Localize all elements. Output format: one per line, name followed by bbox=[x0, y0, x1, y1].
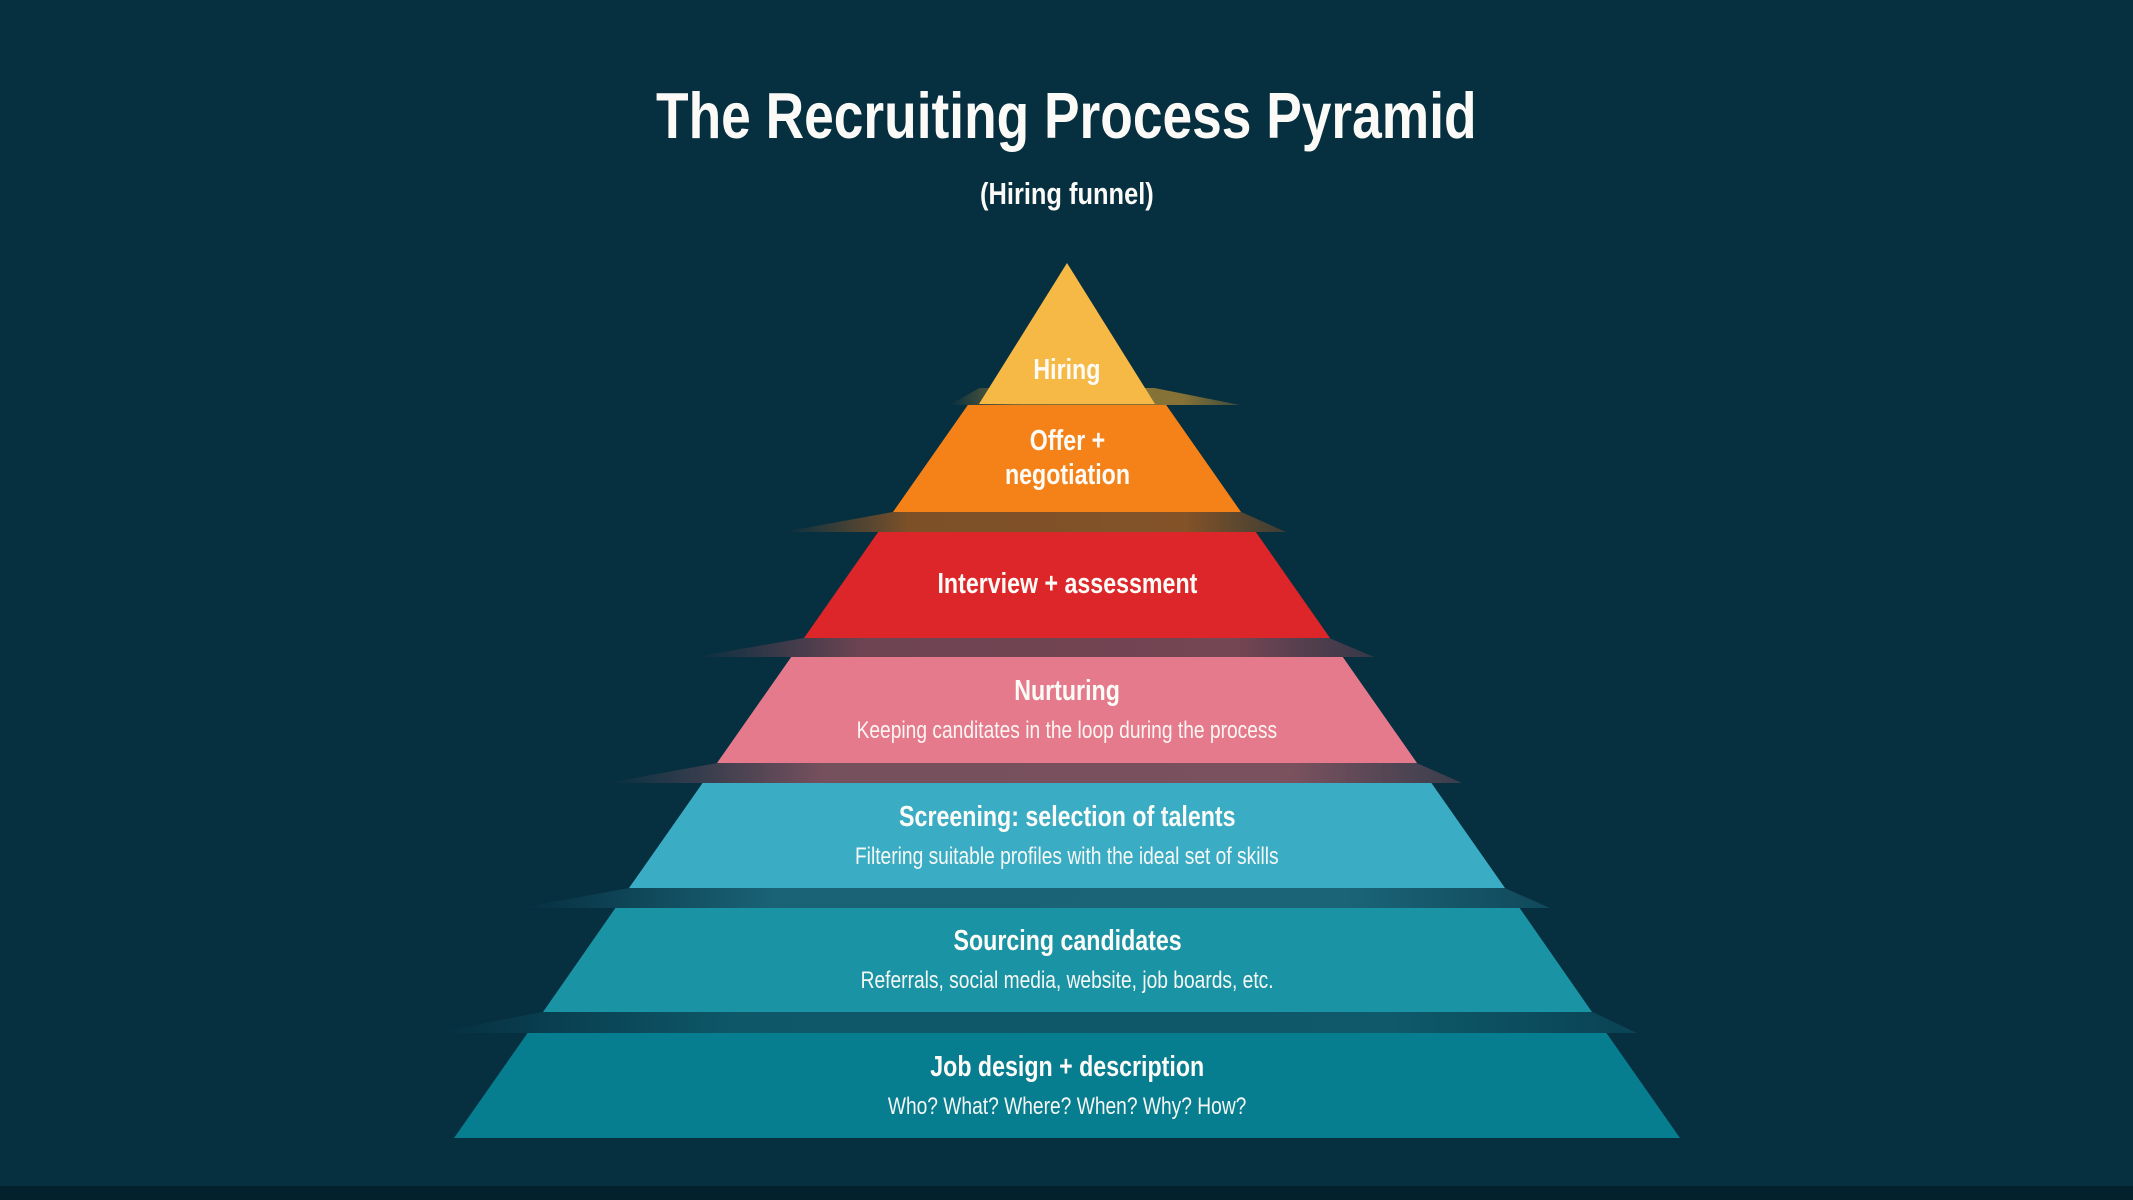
level-label: Offer + negotiation bbox=[1004, 424, 1130, 491]
page-subtitle: (Hiring funnel) bbox=[979, 175, 1154, 211]
level-description: Filtering suitable profiles with the ide… bbox=[855, 842, 1279, 870]
pyramid-level-sourcing: Sourcing candidates Referrals, social me… bbox=[543, 908, 1592, 1012]
level-label: Hiring bbox=[1033, 354, 1101, 387]
pyramid-level-job-design: Job design + description Who? What? Wher… bbox=[454, 1033, 1680, 1138]
level-shadow-interview bbox=[694, 638, 1374, 657]
level-shadow-screening bbox=[519, 888, 1550, 908]
level-label: Screening: selection of talents bbox=[898, 800, 1236, 833]
level-description: Referrals, social media, website, job bo… bbox=[860, 967, 1274, 995]
level-label: Sourcing candidates bbox=[953, 925, 1182, 958]
bottom-strip bbox=[0, 1186, 2133, 1200]
level-label: Nurturing bbox=[1014, 675, 1120, 708]
pyramid-level-screening: Screening: selection of talents Filterin… bbox=[629, 783, 1505, 888]
level-label: Interview + assessment bbox=[937, 568, 1197, 601]
level-shadow-offer bbox=[783, 512, 1286, 532]
pyramid-level-interview-assessment: Interview + assessment bbox=[804, 532, 1330, 638]
level-description: Keeping canditates in the loop during th… bbox=[856, 717, 1278, 745]
header: The Recruiting Process Pyramid (Hiring f… bbox=[0, 80, 2133, 212]
level-shadow-sourcing bbox=[433, 1012, 1637, 1033]
pyramid-level-nurturing: Nurturing Keeping canditates in the loop… bbox=[717, 657, 1417, 763]
page-title: The Recruiting Process Pyramid bbox=[656, 79, 1477, 152]
level-shadow-nurturing bbox=[607, 763, 1462, 783]
pyramid-level-hiring: Hiring bbox=[979, 263, 1155, 404]
pyramid-level-offer-negotiation: Offer + negotiation bbox=[893, 405, 1241, 512]
level-description: Who? What? Where? When? Why? How? bbox=[887, 1092, 1247, 1120]
level-label: Job design + description bbox=[930, 1050, 1204, 1083]
